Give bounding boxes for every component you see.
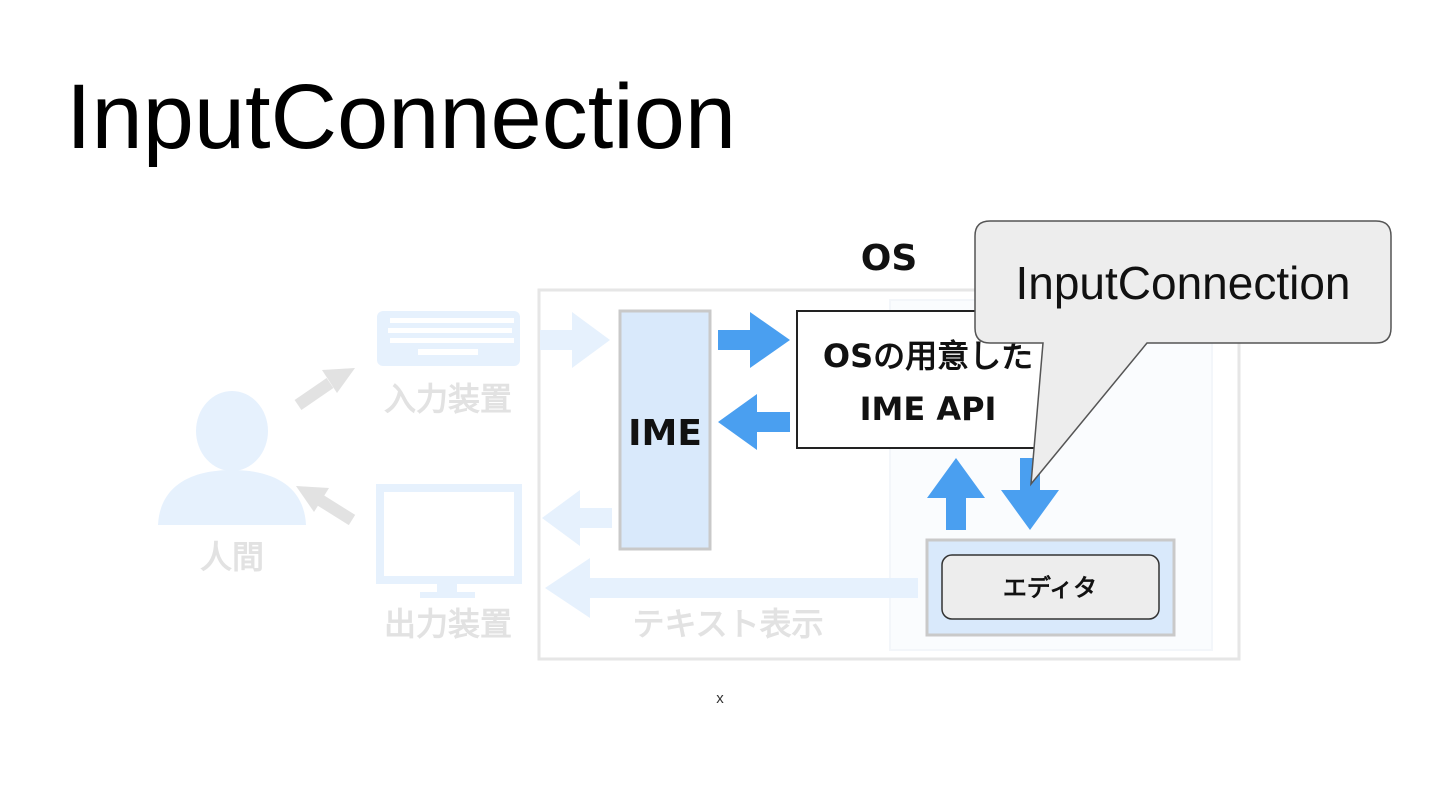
arrow-api-to-editor-icon <box>1001 458 1059 530</box>
arrow-ime-to-output-icon <box>542 490 612 546</box>
inputconnection-callout <box>974 220 1392 487</box>
arrow-api-to-ime-icon <box>718 394 790 450</box>
slide-title: InputConnection <box>66 66 737 168</box>
slide-footer: x <box>716 690 724 707</box>
arrow-human-to-input-icon <box>294 368 355 410</box>
arrow-editor-to-api-icon <box>927 458 985 530</box>
human-label: 人間 <box>200 538 264 576</box>
arrow-output-to-human-icon <box>296 486 356 526</box>
person-icon <box>158 391 306 525</box>
arrow-editor-to-output-icon <box>545 558 918 618</box>
monitor-icon <box>376 484 522 598</box>
ime-api-label-line2: IME API <box>860 390 997 428</box>
arrow-input-to-ime-icon <box>540 312 610 368</box>
callout-label: InputConnection <box>1015 257 1350 309</box>
ime-box <box>618 309 712 551</box>
output-device-label: 出力装置 <box>384 605 512 643</box>
editor-label: エディタ <box>1003 574 1097 602</box>
os-label: OS <box>861 238 918 279</box>
arrow-ime-to-api-icon <box>718 312 790 368</box>
ime-label: IME <box>628 413 702 454</box>
editor-box <box>941 554 1160 620</box>
keyboard-icon <box>377 311 520 366</box>
text-display-label: テキスト表示 <box>632 605 823 643</box>
input-device-label: 入力装置 <box>384 380 512 418</box>
os-container <box>537 288 1241 661</box>
